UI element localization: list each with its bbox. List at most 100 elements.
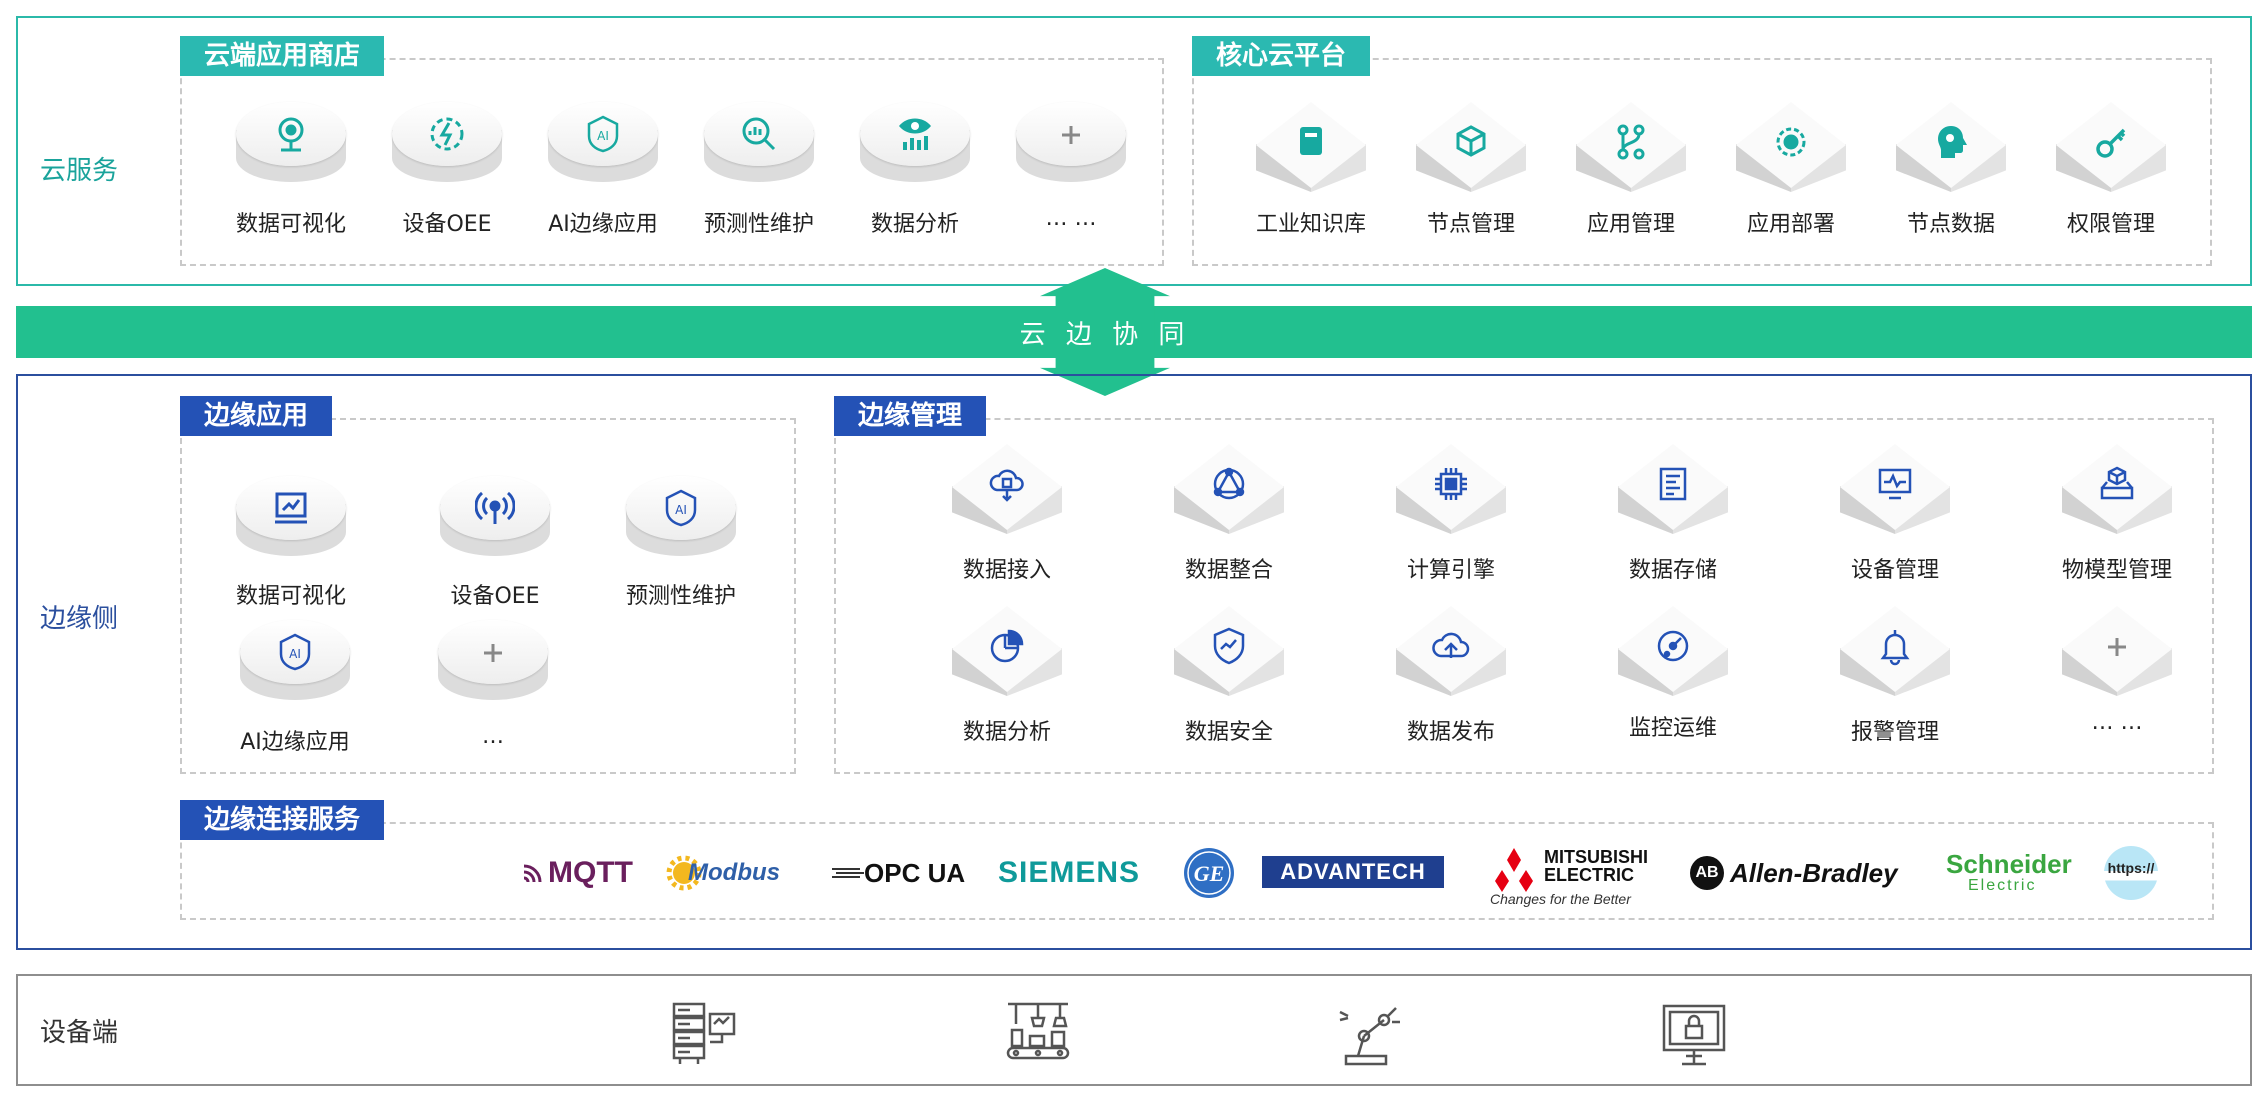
mqtt-waves-icon xyxy=(523,864,542,883)
ai-shield-icon: AI xyxy=(665,489,697,527)
store-item-label: 数据可视化 xyxy=(235,212,346,237)
core-item-label: 权限管理 xyxy=(2066,212,2155,237)
signal-tower-icon xyxy=(475,491,515,524)
edge-apps-title: 边缘应用 xyxy=(180,396,333,436)
logo-schneider-electric: Schneider Electric xyxy=(1946,848,2076,898)
core-item-label: 应用管理 xyxy=(1586,212,1675,237)
svg-text:AI: AI xyxy=(289,647,301,661)
bell-icon xyxy=(1880,630,1910,666)
monitor-pulse-icon xyxy=(1878,468,1912,500)
edge-connection-services-title: 边缘连接服务 xyxy=(180,800,385,840)
head-gear-icon xyxy=(1938,126,1967,158)
edge-side-label: 边缘侧 xyxy=(40,604,119,634)
webcam-icon xyxy=(278,117,304,152)
logo-mitsubishi-electric: MITSUBISHI ELECTRIC Changes for the Bett… xyxy=(1490,844,1660,914)
edge-management-title: 边缘管理 xyxy=(834,396,987,436)
mitsubishi-slogan: Changes for the Better xyxy=(1490,891,1631,907)
core-item-label: 工业知识库 xyxy=(1255,212,1366,237)
pie-chart-icon xyxy=(990,629,1024,663)
ai-shield-icon: AI xyxy=(587,115,619,153)
opc-ua-text: OPC UA xyxy=(864,858,966,888)
robot-arm-icon xyxy=(1339,1007,1400,1066)
server-rack-icon xyxy=(672,1002,736,1064)
cloud-services-label: 云服务 xyxy=(40,156,119,186)
mitsubishi-diamonds-icon xyxy=(1495,848,1533,892)
branch-icon xyxy=(1617,124,1645,160)
modbus-gear-icon xyxy=(666,855,702,891)
plus-icon xyxy=(1062,126,1080,144)
gauge-icon xyxy=(1657,630,1689,662)
ge-monogram-icon: GE xyxy=(1184,848,1234,898)
mgmt-item-label: 数据存储 xyxy=(1628,558,1717,583)
https-text: https:// xyxy=(2107,860,2155,876)
edge-app-label: 设备OEE xyxy=(450,584,540,609)
core-item-label: 节点管理 xyxy=(1426,212,1515,237)
book-icon xyxy=(1300,127,1322,155)
assembly-line-icon xyxy=(1006,1002,1070,1060)
electric-text: ELECTRIC xyxy=(1544,865,1634,885)
mgmt-item-label: 报警管理 xyxy=(1850,720,1939,745)
edge-management-panel: 边缘管理 数据接入 数据整合 计算引擎 数据存储 xyxy=(834,396,2214,774)
mgmt-item-label: 设备管理 xyxy=(1850,558,1939,583)
mgmt-item-label: 物模型管理 xyxy=(2061,558,2172,583)
core-cloud-platform-panel: 核心云平台 工业知识库 节点管理 应用管理 应用部署 xyxy=(1192,36,2212,266)
store-item-label: … … xyxy=(1045,206,1097,231)
edge-app-label: … xyxy=(482,724,504,749)
device-side-section: 设备端 xyxy=(16,974,2252,1086)
mgmt-item-label: 数据分析 xyxy=(962,720,1051,745)
plus-icon xyxy=(484,644,502,662)
cloud-edge-collaboration-label: 云 边 协 同 xyxy=(1019,320,1191,350)
modbus-text: Modbus xyxy=(688,859,780,886)
network-triangle-icon xyxy=(1213,467,1245,500)
power-cycle-icon xyxy=(430,117,464,151)
core-cloud-platform-title: 核心云平台 xyxy=(1192,36,1371,76)
cloud-app-store-title: 云端应用商店 xyxy=(180,36,385,76)
chip-icon xyxy=(1435,468,1467,500)
edge-app-label: 数据可视化 xyxy=(235,584,346,609)
edge-apps-panel: 边缘应用 数据可视化 设备OEE AI 预测性维护 AI AI边缘应用 xyxy=(180,396,796,774)
mqtt-text: MQTT xyxy=(548,856,633,889)
svg-text:AI: AI xyxy=(597,129,609,143)
chart-search-icon xyxy=(742,117,776,151)
edge-app-label: AI边缘应用 xyxy=(240,730,350,755)
store-item-label: AI边缘应用 xyxy=(548,212,658,237)
mitsubishi-text: MITSUBISHI xyxy=(1544,847,1649,867)
secure-terminal-icon xyxy=(1662,1004,1726,1066)
target-gear-icon xyxy=(1776,127,1806,157)
opc-stripes-icon xyxy=(832,868,864,878)
shield-chart-icon xyxy=(1213,627,1245,665)
key-icon xyxy=(2096,128,2126,158)
cloud-services-section: 云服务 云端应用商店 数据可视化 设备OEE AI AI边缘应用 预测性维护 xyxy=(16,16,2252,286)
allen-bradley-text: Allen-Bradley xyxy=(1730,858,1898,888)
cube-tray-icon xyxy=(2100,466,2134,500)
logo-ge: GE xyxy=(1182,846,1236,898)
cloud-upload-icon xyxy=(1432,632,1470,658)
store-item-label: 数据分析 xyxy=(870,212,959,237)
device-side-label: 设备端 xyxy=(40,1018,119,1048)
ge-text: GE xyxy=(1194,861,1225,886)
mgmt-item-label: 数据安全 xyxy=(1184,720,1273,745)
mgmt-item-label: 计算引擎 xyxy=(1406,558,1495,583)
mgmt-item-label: 数据整合 xyxy=(1184,558,1273,583)
core-item-label: 节点数据 xyxy=(1906,212,1995,237)
logo-opc-ua: OPC UA xyxy=(832,848,965,898)
store-item-label: 预测性维护 xyxy=(703,212,814,237)
plus-icon xyxy=(2108,638,2126,656)
mgmt-item-label: 数据接入 xyxy=(962,558,1051,583)
logo-modbus: Modbus xyxy=(666,848,780,898)
ab-badge: AB xyxy=(1690,856,1724,890)
cube-icon xyxy=(1456,125,1486,157)
edge-connection-services-panel: 边缘连接服务 MQTT Modbus OPC UA SIEMENS GE ADV… xyxy=(180,800,2214,920)
edge-app-label: 预测性维护 xyxy=(625,584,736,609)
logo-siemens: SIEMENS xyxy=(998,856,1141,889)
core-item-label: 应用部署 xyxy=(1746,212,1835,237)
logo-mqtt: MQTT xyxy=(522,848,633,898)
mgmt-item-label: 监控运维 xyxy=(1628,716,1717,741)
eye-bars-icon xyxy=(899,118,931,150)
cloud-app-store-panel: 云端应用商店 数据可视化 设备OEE AI AI边缘应用 预测性维护 xyxy=(180,36,1164,266)
logo-https: https:// xyxy=(2102,842,2160,900)
ai-shield-icon: AI xyxy=(279,633,311,671)
svg-text:AI: AI xyxy=(675,503,687,517)
logo-advantech: ADVANTECH xyxy=(1262,856,1444,888)
